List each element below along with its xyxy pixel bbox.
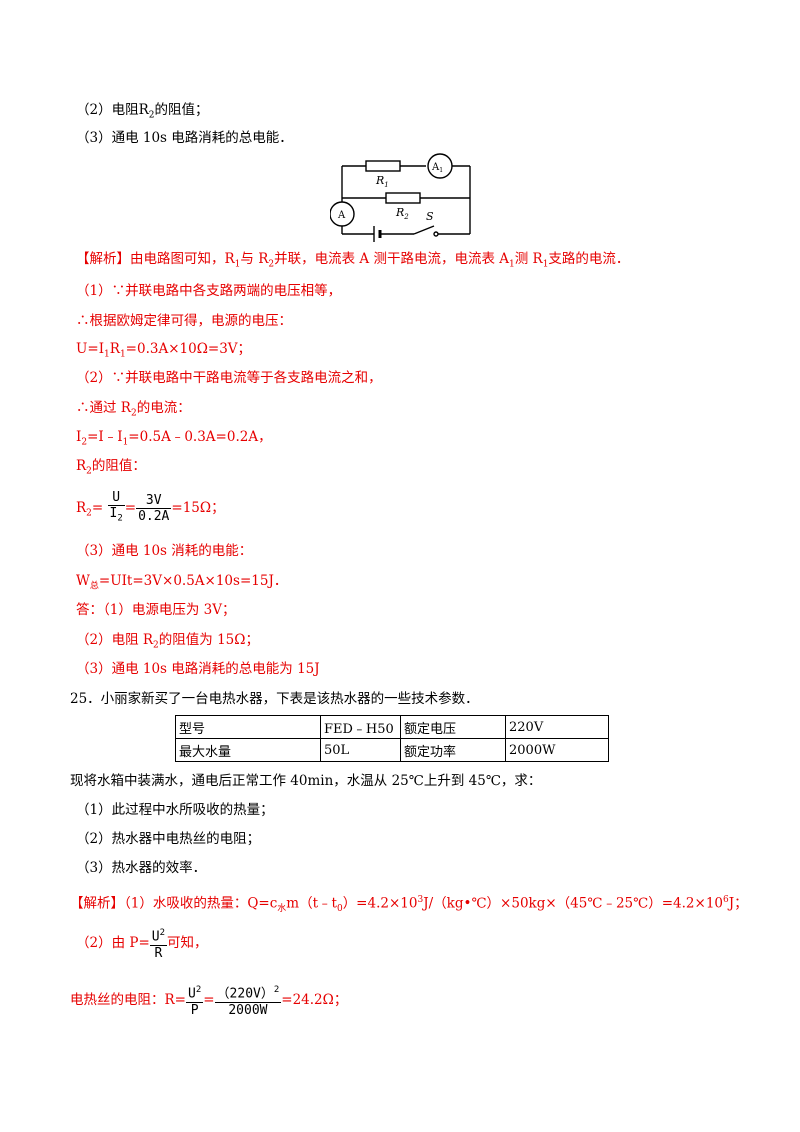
resistor-r2	[385, 192, 421, 204]
label-r2: R2	[395, 206, 409, 221]
analysis-line: U=I1R1=0.3A×10Ω=3V；	[76, 341, 252, 360]
analysis-intro: 【解析】由电路图可知，R1与 R2并联，电流表 A 测干路电流，电流表 A1测 …	[76, 251, 630, 270]
problem-sub-3: （3）热水器的效率．	[76, 860, 207, 876]
answer-line: （2）电阻 R2的阻值为 15Ω；	[76, 632, 259, 651]
problem-text: 现将水箱中装满水，通电后正常工作 40min，水温从 25℃上升到 45℃，求：	[70, 773, 542, 789]
answer-line: （3）通电 10s 电路消耗的总电能为 15J	[76, 661, 320, 677]
problem-sub-1: （1）此过程中水所吸收的热量；	[76, 802, 274, 818]
label-a: A	[337, 210, 346, 221]
spec-table: 型号 FED﹣H50 额定电压 220V 最大水量 50L 额定功率 2000W	[175, 715, 609, 762]
label-a1: A1	[431, 162, 443, 174]
table-row: 型号 FED﹣H50 额定电压 220V	[175, 715, 609, 739]
analysis-line: （2）∵并联电路中干路电流等于各支路电流之和，	[76, 370, 382, 386]
answer-line: 答：（1）电源电压为 3V；	[76, 602, 236, 618]
analysis-line: ∴根据欧姆定律可得，电源的电压：	[76, 313, 292, 329]
question-25: 25．小丽家新买了一台电热水器，下表是该热水器的一些技术参数．	[70, 691, 479, 707]
switch-s	[413, 225, 435, 235]
analysis-line: R2的阻值：	[76, 458, 146, 477]
resistor-r1	[365, 160, 401, 172]
ammeter-a	[330, 201, 355, 227]
problem-sub-2: （2）热水器中电热丝的电阻；	[76, 831, 261, 847]
analysis-line: I2=I﹣I1=0.5A﹣0.3A=0.2A，	[76, 429, 272, 448]
question-2: （2）电阻R2的阻值；	[76, 102, 209, 121]
table-row: 最大水量 50L 额定功率 2000W	[175, 738, 609, 762]
circuit-diagram: R1 R2 A1 A S	[330, 153, 471, 242]
analysis-line: （3）通电 10s 消耗的电能：	[76, 543, 253, 559]
question-3: （3）通电 10s 电路消耗的总电能．	[76, 130, 293, 146]
analysis-tag: 【解析】	[76, 251, 130, 267]
label-s: S	[426, 210, 434, 223]
label-r1: R1	[375, 174, 389, 189]
analysis-line: W总=UIt=3V×0.5A×10s=15J．	[76, 573, 288, 592]
analysis-line: ∴通过 R2的电流：	[76, 400, 191, 419]
analysis-line: （1）∵并联电路中各支路两端的电压相等，	[76, 283, 342, 299]
analysis-2-line-1: 【解析】（1）水吸收的热量：Q=c水m（t﹣t0）=4.2×103J/（kg•℃…	[70, 895, 748, 915]
